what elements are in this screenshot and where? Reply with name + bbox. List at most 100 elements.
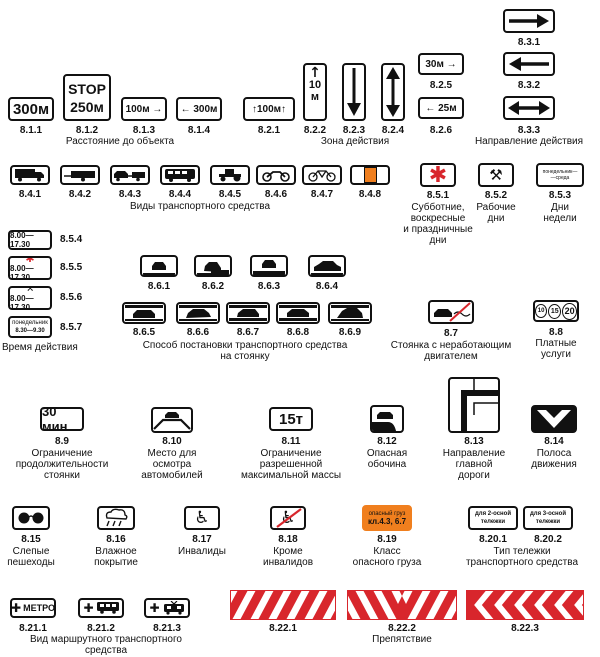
rain-cloud-icon [105, 508, 128, 527]
sign-number: 8.19 [377, 534, 397, 545]
sign-number: 8.5.2 [484, 190, 508, 201]
main-road-direction-icon [461, 379, 498, 431]
sign-8-5-6: ⚒ 8.00—17.30 [8, 286, 52, 310]
sign-line: 8.00—17.30 [10, 264, 34, 280]
sign-line: 8.30—9.30 [15, 328, 45, 334]
sign-number: 8.6.1 [147, 281, 171, 292]
sign-number: 8.12 [377, 436, 397, 447]
sign-caption: Дни недели [543, 202, 577, 224]
car-on-sidewalk-icon [253, 260, 285, 275]
sign-8-11: 15т [269, 407, 313, 431]
trailer-icon [64, 171, 95, 182]
sign-number: 8.6.5 [132, 327, 156, 338]
sign-8-3-1 [503, 9, 555, 33]
group-caption: Способ постановки транспортного средства… [142, 340, 348, 362]
hazard-plate-icon [363, 167, 377, 183]
sign-number: 8.3.3 [517, 125, 541, 136]
sign-8-6-9 [328, 302, 372, 324]
route-icon: ✚ [149, 601, 160, 615]
sign-8-4-7 [302, 165, 342, 185]
bicycle-icon [308, 170, 336, 182]
arrow-up-down-icon [386, 67, 400, 117]
group-caption: Виды транспортного средства [129, 201, 271, 212]
car-parallel-icon [125, 305, 163, 321]
inspection-ramp-icon [153, 412, 191, 430]
sign-8-6-2 [194, 255, 232, 277]
sign-8-13 [448, 377, 500, 433]
sign-8-4-2 [60, 165, 100, 185]
coin-20: 20 [562, 302, 577, 320]
sign-8-5-3: понедельник— —среда [536, 163, 584, 187]
route-icon: ✚ [83, 601, 94, 615]
coin-15: 15 [548, 303, 562, 319]
sign-number: 8.22.2 [388, 623, 416, 634]
sign-line: для 2-осной [474, 511, 512, 517]
sign-number: 8.5.7 [60, 322, 83, 333]
wheelchair-icon: ♿ [194, 508, 210, 528]
sign-number: 8.14 [544, 436, 564, 447]
sign-8-14 [531, 405, 577, 433]
sign-number: 8.6.9 [338, 327, 362, 338]
sign-8-6-8 [276, 302, 320, 324]
sign-number: 8.20.2 [534, 534, 562, 545]
sign-line: кл.4.3, 6.7 [367, 517, 407, 526]
sign-number: 8.22.1 [269, 623, 297, 634]
sign-8-22-1 [230, 590, 336, 620]
sign-caption: Ограничение разрешенной максимальной мас… [240, 448, 342, 481]
sign-number: 8.3.1 [517, 37, 541, 48]
bus-icon [165, 169, 195, 182]
sign-line: м [310, 91, 320, 103]
sign-number: 8.4.6 [264, 189, 288, 200]
car-side-parking-icon [311, 261, 343, 275]
sign-8-5-2: ⚒ [478, 163, 514, 187]
sign-number: 8.1.3 [132, 125, 156, 136]
red-asterisk-icon: ✱ [25, 256, 35, 265]
sign-number: 8.4.2 [68, 189, 92, 200]
sign-8-4-8 [350, 165, 390, 185]
sign-8-1-4: ← 300м [176, 97, 222, 121]
sign-number: 8.18 [278, 534, 298, 545]
sign-caption: Рабочие дни [476, 202, 516, 224]
sign-8-2-1: ↑100м↑ [243, 97, 295, 121]
sign-number: 8.5.6 [60, 292, 83, 303]
hammers-icon: ⚒ [25, 286, 35, 294]
sign-line: для 3-осной [529, 511, 567, 517]
sign-line: STOP [68, 80, 106, 97]
sign-8-18: ♿ [270, 506, 306, 530]
sign-8-17: ♿ [184, 506, 220, 530]
sign-8-3-3 [503, 96, 555, 120]
sign-8-6-7 [226, 302, 270, 324]
sign-line: 10 [308, 79, 322, 91]
sign-caption: Направление главной дороги [442, 448, 506, 481]
group-caption: Тип тележки транспортного средства [465, 546, 579, 568]
sign-caption: Кроме инвалидов [263, 546, 313, 568]
sign-8-19: опасный груз кл.4.3, 6.7 [362, 505, 412, 531]
sign-number: 8.1.4 [187, 125, 211, 136]
sign-line: 250м [70, 98, 104, 115]
sign-8-4-3 [110, 165, 150, 185]
sign-number: 8.4.1 [18, 189, 42, 200]
sign-number: 8.21.1 [19, 623, 47, 634]
sign-number: 8.9 [55, 436, 69, 447]
sign-8-2-2: ↑ 10 м [303, 63, 327, 121]
sign-caption: Слепые пешеходы [7, 546, 55, 568]
sign-8-5-4: 8.00—17.30 [8, 230, 52, 250]
sign-line: МЕТРО [23, 603, 55, 613]
metro-icon: ✚ [11, 601, 22, 615]
sign-8-2-6: ← 25м [418, 97, 464, 119]
sign-number: 8.20.1 [479, 534, 507, 545]
sign-number: 8.6.3 [257, 281, 281, 292]
bus-icon [96, 602, 119, 614]
sign-number: 8.2.4 [381, 125, 405, 136]
arrow-up-icon: ↑ [309, 65, 321, 81]
sign-number: 8.2.6 [429, 125, 453, 136]
sign-8-5-1: ✱ [420, 163, 456, 187]
sign-caption: Класс опасного груза [352, 546, 422, 568]
sign-number: 8.2.5 [429, 80, 453, 91]
sign-8-1-1: 300м [8, 97, 54, 121]
sign-line: тележки [480, 519, 506, 525]
sign-line: 8.00—17.30 [10, 294, 34, 310]
hammers-icon: ⚒ [489, 166, 503, 184]
sign-8-5-7: понедельник 8.30—9.30 [8, 316, 52, 338]
sign-8-1-2: STOP 250м [63, 74, 111, 121]
